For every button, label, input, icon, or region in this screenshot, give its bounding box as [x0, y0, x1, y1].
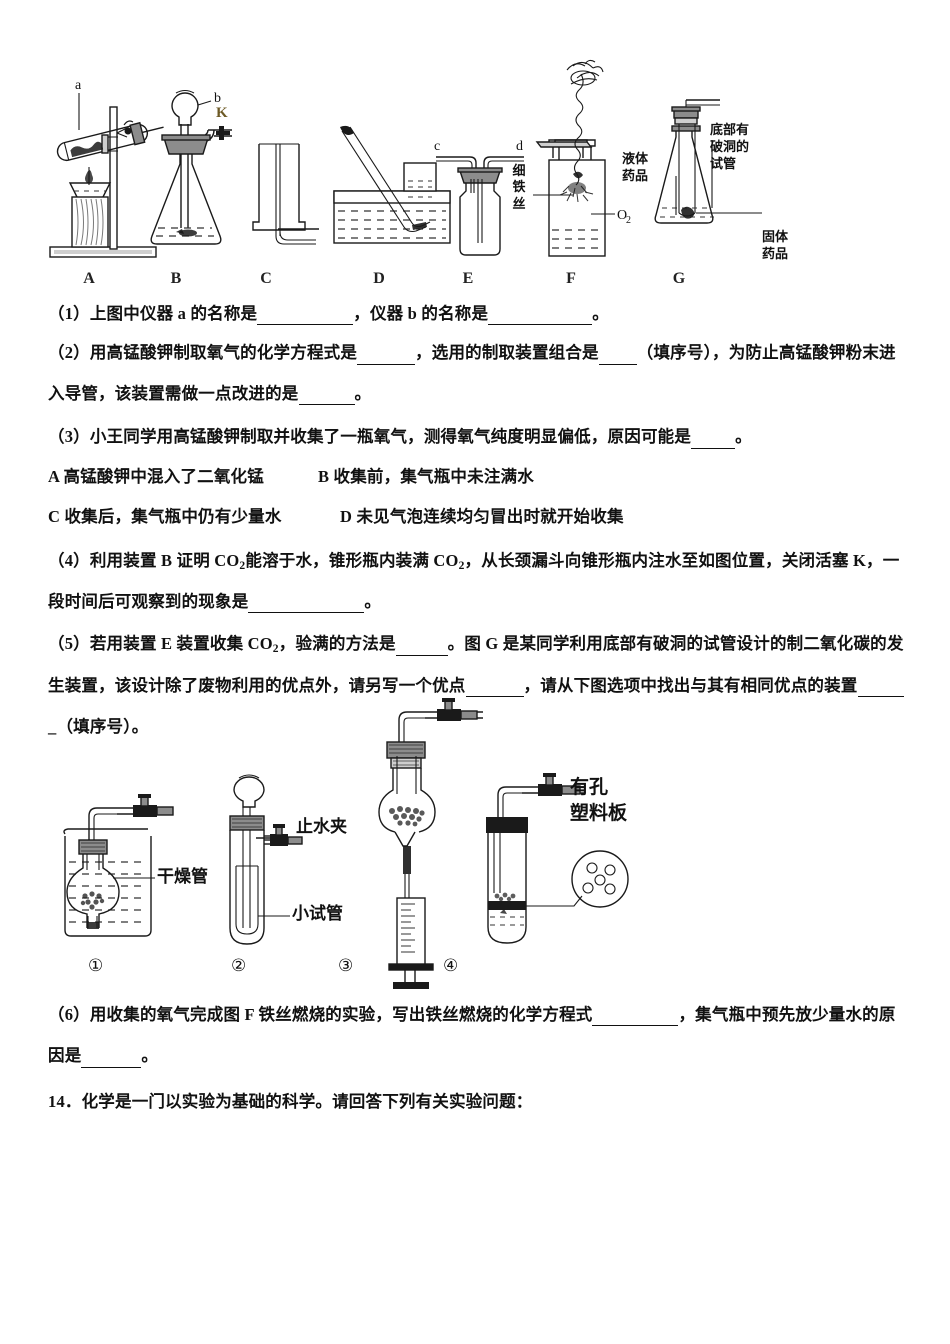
apparatus-d-label: d: [516, 139, 523, 154]
option-caption-4: ④: [443, 956, 459, 976]
perforated-plastic-plate-label: 有孔 塑料板: [570, 776, 628, 824]
question-3-line: （3）小王同学用高锰酸钾制取并收集了一瓶氧气，测得氧气纯度明显偏低，原因可能是 。: [48, 425, 920, 449]
question-1-blank-b[interactable]: [488, 310, 593, 326]
broken-bottom-test-tube-label: 底部有 破洞的 试管: [710, 123, 750, 172]
option-B[interactable]: B 收集前，集气瓶中未注满水: [318, 466, 534, 486]
oxygen-label-subscript: 2: [626, 215, 631, 226]
apparatus-D-water-trough: [330, 125, 455, 265]
option-caption-1: ①: [88, 956, 104, 976]
question-5-text-b: ，验满的方法是: [278, 634, 396, 654]
question-4-text-e: 。: [364, 591, 382, 611]
question-text-block-lower: （6）用收集的氧气完成图 F 铁丝燃烧的实验，写出铁丝燃烧的化学方程式 ，集气瓶中…: [48, 1003, 920, 1113]
question-2-text-a: （2）用高锰酸钾制取氧气的化学方程式是: [48, 343, 358, 363]
apparatus-caption-B: B: [170, 270, 182, 287]
question-1-text-a: （1）上图中仪器 a 的名称是: [48, 304, 258, 323]
question-4-sub-2: 2: [458, 559, 465, 572]
apparatus-B-flask-with-funnel: b K: [140, 76, 250, 266]
apparatus-caption-C: C: [260, 270, 272, 287]
drying-tube-label: 干燥管: [157, 867, 208, 887]
question-14-heading: 14．化学是一门以实验为基础的科学。请回答下列有关实验问题：: [48, 1091, 533, 1111]
option-C[interactable]: C 收集后，集气瓶中仍有少量水: [48, 507, 282, 527]
question-1-line: （1）上图中仪器 a 的名称是 ，仪器 b 的名称是 。: [48, 302, 920, 326]
question-4-blank[interactable]: [248, 598, 365, 614]
question-1-text-b: ，仪器 b 的名称是: [353, 304, 489, 323]
question-2-line-2: 入导管，该装置需做一点改进的是 。: [48, 382, 920, 406]
question-6-text-c: 因是: [48, 1046, 82, 1066]
question-5-text-e: ，请从下图选项中找出与其有相同优点的装置: [523, 675, 858, 695]
option-caption-3: ③: [338, 956, 354, 976]
apparatus-caption-E: E: [462, 270, 474, 287]
apparatus-caption-G: G: [672, 270, 686, 287]
option-4-perforated-plate-tube: 有孔 塑料板: [480, 773, 710, 955]
question-5-line-1: （5）若用装置 E 装置收集 CO2，验满的方法是 。图 G 是某同学利用底部有破…: [48, 632, 920, 656]
question-2-line-1: （2）用高锰酸钾制取氧气的化学方程式是 ，选用的制取装置组合是 （填序号），为防止高…: [48, 341, 920, 365]
question-5-sub-1: 2: [272, 643, 279, 656]
option-3-flask-with-syringe: [375, 698, 505, 989]
apparatus-caption-A: A: [83, 270, 95, 287]
apparatus-figure-row-top: a b K: [0, 0, 950, 295]
question-6-line-2: 因是 。: [48, 1044, 920, 1068]
question-1-text-c: 。: [592, 304, 609, 323]
apparatus-figure-row-bottom: 干燥管: [0, 690, 950, 990]
apparatus-C-collection-bottle: [245, 140, 325, 265]
question-5-text-d: 生装置，该设计除了废物利用的优点外，请另写一个优点: [48, 675, 466, 695]
oxygen-label: O: [617, 208, 627, 223]
apparatus-a-label: a: [75, 78, 82, 93]
question-4-text-b: 能溶于水，锥形瓶内装满 CO: [245, 550, 459, 570]
question-6-blank-b[interactable]: [81, 1053, 142, 1068]
question-6-line-1: （6）用收集的氧气完成图 F 铁丝燃烧的实验，写出铁丝燃烧的化学方程式 ，集气瓶中…: [48, 1003, 920, 1027]
question-5-blank-a[interactable]: [395, 641, 448, 656]
solid-reagent-label: 固体 药品: [762, 230, 789, 262]
question-3-options-row-2: C 收集后，集气瓶中仍有少量水 D 未见气泡连续均匀冒出时就开始收集: [48, 505, 920, 528]
question-6-text-d: 。: [141, 1046, 159, 1066]
question-5-blank-c[interactable]: [857, 682, 904, 698]
question-2-text-c: （填序号），为防止高锰酸钾粉末进: [636, 343, 896, 363]
question-5-text-c: 。图 G 是某同学利用底部有破洞的试管设计的制二氧化碳的发: [447, 634, 904, 654]
question-5-line-2: 生装置，该设计除了废物利用的优点外，请另写一个优点 ，请从下图选项中找出与其有相同…: [48, 674, 920, 698]
question-2-blank-c[interactable]: [298, 390, 355, 406]
option-A[interactable]: A 高锰酸钾中混入了二氧化锰: [48, 466, 264, 486]
stopcock-K-label: K: [216, 105, 228, 121]
question-2-text-d: 入导管，该装置需做一点改进的是: [48, 383, 299, 403]
question-4-text-d: 段时间后可观察到的现象是: [48, 591, 249, 611]
question-6-text-a: （6）用收集的氧气完成图 F 铁丝燃烧的实验，写出铁丝燃烧的化学方程式: [48, 1005, 593, 1024]
apparatus-caption-D: D: [373, 270, 385, 287]
question-3-blank[interactable]: [691, 434, 736, 449]
option-D[interactable]: D 未见气泡连续均匀冒出时就开始收集: [340, 507, 624, 527]
question-5-text-f: _（填序号）。: [48, 717, 149, 737]
question-5-blank-b[interactable]: [465, 682, 524, 698]
apparatus-caption-F: F: [566, 270, 576, 287]
apparatus-b-label: b: [214, 91, 221, 106]
apparatus-c-label: c: [434, 139, 440, 154]
apparatus-A-heating-test-tube: a: [48, 75, 168, 270]
liquid-reagent-label: 液体 药品: [622, 152, 649, 184]
question-3-text-b: 。: [735, 427, 752, 447]
question-4-line-1: （4）利用装置 B 证明 CO2能溶于水，锥形瓶内装满 CO2，从长颈漏斗向锥形…: [48, 549, 920, 572]
question-4-line-2: 段时间后可观察到的现象是 。: [48, 590, 920, 614]
question-2-blank-b[interactable]: [598, 350, 637, 365]
question-1-blank-a[interactable]: [257, 310, 354, 326]
question-2-text-b: ，选用的制取装置组合是: [415, 343, 599, 363]
question-4-text-c: ，从长颈漏斗向锥形瓶内注水至如图位置，关闭活塞 K，一: [464, 550, 900, 570]
question-3-options-row-1: A 高锰酸钾中混入了二氧化锰 B 收集前，集气瓶中未注满水: [48, 465, 920, 488]
small-test-tube-label: 小试管: [292, 904, 343, 924]
apparatus-G-broken-bottom-tube-generator: 液体 药品 底部有 破洞的 试管 固体 药品: [622, 80, 800, 268]
pinch-clamp-label: 止水夹: [296, 817, 347, 837]
question-4-sub-1: 2: [239, 559, 246, 572]
question-text-block-upper: （1）上图中仪器 a 的名称是，仪器 b 的名称是。 （2）用高锰酸钾制取氧气的…: [48, 302, 920, 739]
question-4-text-a: （4）利用装置 B 证明 CO: [48, 550, 240, 570]
question-2-blank-a[interactable]: [357, 350, 416, 365]
option-2-test-tube-with-small-tube: 止水夹 小试管: [210, 760, 400, 955]
apparatus-F-iron-wire-burning: O 2 细 铁 丝: [512, 59, 635, 267]
option-caption-2: ②: [231, 956, 247, 976]
question-6-text-b: ，集气瓶中预先放少量水的原: [678, 1005, 896, 1024]
question-3-text-a: （3）小王同学用高锰酸钾制取并收集了一瓶氧气，测得氧气纯度明显偏低，原因可能是: [48, 427, 692, 447]
question-6-blank-a[interactable]: [592, 1011, 679, 1027]
question-2-text-e: 。: [354, 383, 372, 403]
question-5-text-a: （5）若用装置 E 装置收集 CO: [48, 634, 273, 654]
fine-iron-wire-label: 细 铁 丝: [512, 164, 526, 212]
question-5-line-3: _（填序号）。: [48, 715, 920, 738]
apparatus-E-gas-washing-bottle: c d: [430, 135, 530, 265]
option-1-drying-tube-in-beaker: 干燥管: [55, 770, 235, 950]
